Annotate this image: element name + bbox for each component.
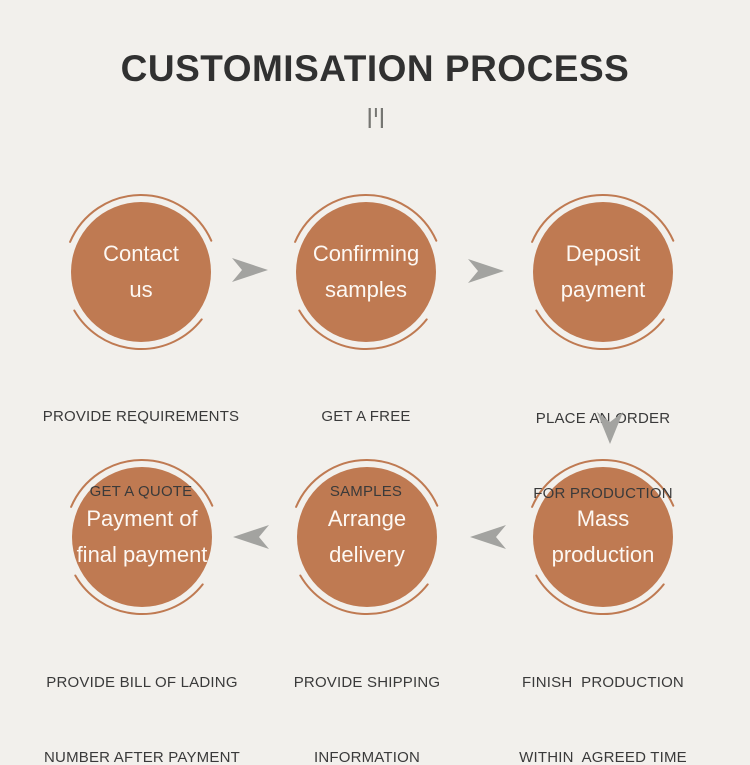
step-circle-deposit-payment: Deposit payment: [518, 187, 688, 357]
caption-mass-production: FINISH PRODUCTION WITHIN AGREED TIME: [519, 674, 687, 765]
right-arrow-icon: [232, 258, 268, 282]
down-arrow-icon: [597, 412, 623, 444]
caption-arrange-delivery: PROVIDE SHIPPING INFORMATION: [293, 674, 441, 765]
title-decoration-mark-icon: [368, 108, 383, 128]
circle-badge: [70, 459, 214, 616]
right-arrow-icon: [468, 259, 504, 283]
step-circle-mass-production: Mass production: [518, 452, 688, 622]
caption-deposit-payment: PLACE AN ORDER FOR PRODUCTION: [533, 410, 673, 502]
left-arrow-icon: [233, 525, 269, 549]
step-circle-confirming-samples: Confirming samples: [281, 187, 451, 357]
caption-confirming-samples: GET A FREE SAMPLES: [321, 408, 411, 500]
step-circle-contact-us: Contact us: [56, 187, 226, 357]
caption-contact-us: PROVIDE REQUIREMENTS GET A QUOTE: [42, 408, 240, 500]
step-circle-final-payment: Payment of final payment: [57, 452, 227, 622]
left-arrow-icon: [470, 525, 506, 549]
circle-label: Contact us: [103, 241, 179, 302]
circle-badge: [295, 459, 439, 616]
circle-label: Mass production: [551, 506, 655, 567]
circle-badge: [531, 459, 675, 616]
caption-final-payment: PROVIDE BILL OF LADING NUMBER AFTER PAYM…: [44, 674, 240, 765]
step-circle-arrange-delivery: Arrange delivery: [282, 452, 452, 622]
circle-badge: [69, 194, 213, 351]
circle-label: Payment of final payment: [76, 506, 208, 567]
circle-label: Arrange delivery: [327, 506, 407, 567]
circle-label: Deposit payment: [560, 241, 646, 302]
circle-label: Confirming samples: [312, 241, 420, 302]
circle-badge: [294, 194, 438, 351]
circle-badge: [531, 194, 675, 351]
page-title: CUSTOMISATION PROCESS: [120, 48, 630, 89]
